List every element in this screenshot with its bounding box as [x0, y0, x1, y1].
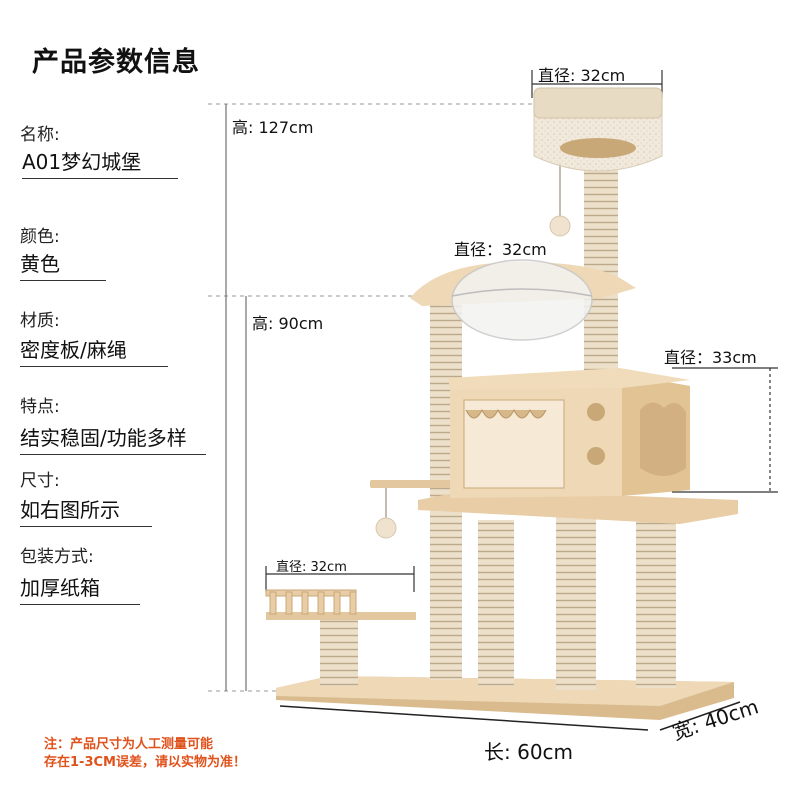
spec-value-name: A01梦幻城堡 [22, 146, 178, 179]
spec-label-size: 尺寸: [20, 471, 60, 491]
spec-value-color: 黄色 [20, 248, 106, 281]
measurement-note-line-2: 存在1-3CM误差，请以实物为准！ [44, 755, 246, 770]
dimension-house-diameter: 直径：33cm [664, 348, 757, 367]
dimension-top-bed-diameter: 直径: 32cm [538, 66, 626, 85]
spec-label-material: 材质: [20, 311, 60, 331]
spec-value-feature: 结实稳固/功能多样 [20, 422, 206, 455]
spec-label-package: 包装方式: [20, 547, 94, 567]
dimension-total-height: 高: 127cm [232, 118, 314, 137]
dimension-bowl-diameter: 直径：32cm [454, 240, 547, 259]
page-title: 产品参数信息 [32, 47, 200, 78]
spec-label-name: 名称: [20, 125, 60, 145]
spec-value-size: 如右图所示 [20, 494, 152, 527]
spec-value-package: 加厚纸箱 [20, 572, 140, 605]
spec-label-feature: 特点: [20, 397, 60, 417]
measurement-note-line-1: 注：产品尺寸为人工测量可能 [44, 737, 214, 752]
spec-label-color: 颜色: [20, 227, 60, 247]
spec-value-material: 密度板/麻绳 [20, 334, 168, 367]
dimension-mid-height: 高: 90cm [252, 314, 324, 333]
measurement-note: 注：产品尺寸为人工测量可能 存在1-3CM误差，请以实物为准！ [44, 736, 246, 772]
dimension-length: 长: 60cm [484, 740, 574, 764]
dimension-low-perch-diameter: 直径: 32cm [276, 560, 347, 575]
